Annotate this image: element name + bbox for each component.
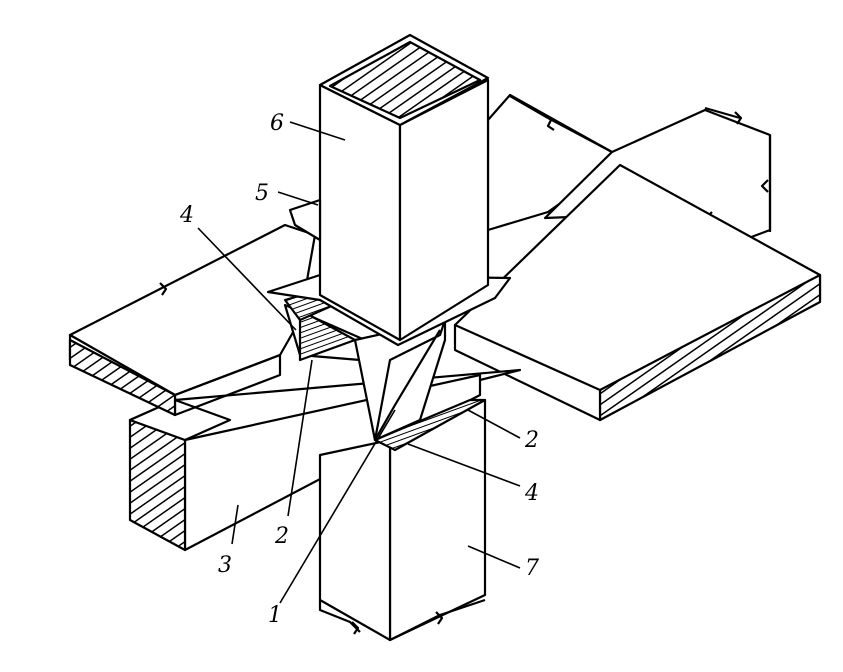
label-2-left: 2 <box>274 524 289 549</box>
label-3: 3 <box>218 553 232 578</box>
leader-lines <box>197 121 521 604</box>
label-1: 1 <box>268 603 282 628</box>
lower-column <box>318 398 487 642</box>
weld-right <box>373 398 487 452</box>
label-4-right: 4 <box>524 481 539 506</box>
label-7: 7 <box>525 556 539 581</box>
label-4-left: 4 <box>179 203 194 228</box>
label-5: 5 <box>255 181 269 206</box>
left-slab <box>68 223 317 417</box>
label-6: 6 <box>270 111 284 136</box>
label-2-right: 2 <box>524 428 539 453</box>
slab-step <box>288 198 322 242</box>
right-slab <box>453 163 822 422</box>
upper-column <box>318 33 490 342</box>
